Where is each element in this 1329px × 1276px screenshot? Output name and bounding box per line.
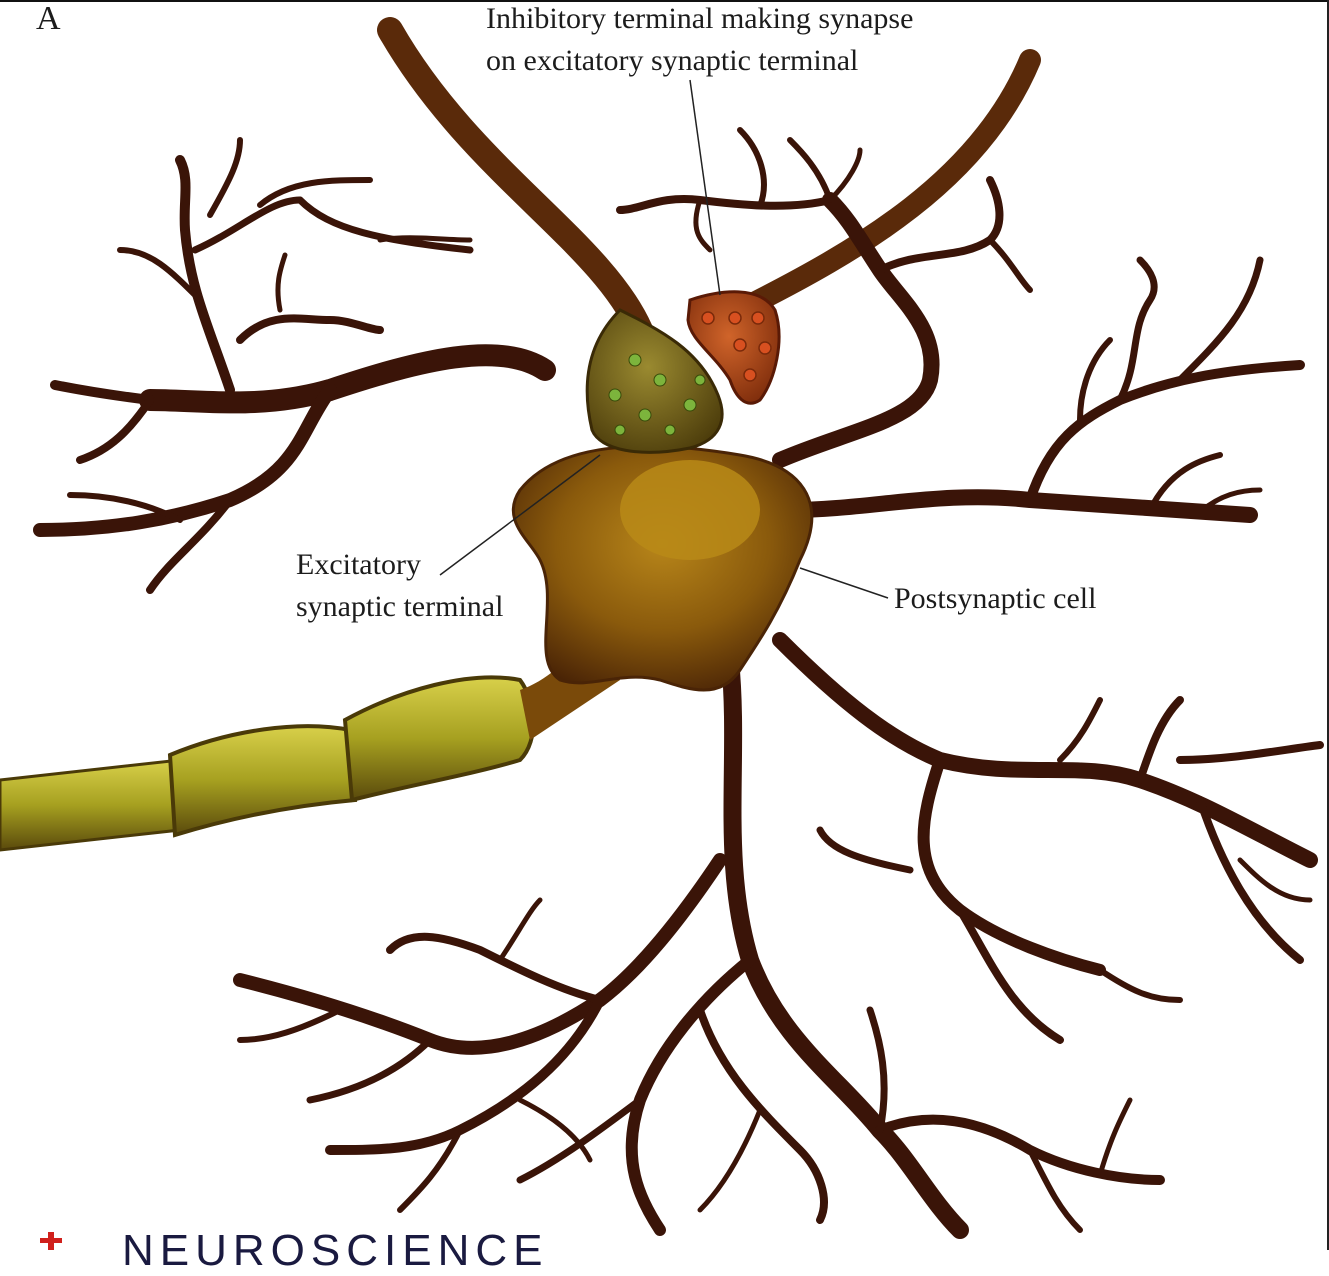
logo-icon	[40, 1232, 62, 1250]
label-excitatory-line2: synaptic terminal	[296, 590, 503, 624]
neuron-diagram: A Inhibitory terminal making synapse on …	[0, 0, 1329, 1250]
nucleus	[620, 460, 760, 560]
dendrite-right	[790, 260, 1300, 515]
logo-text: NEUROSCIENCE	[122, 1226, 549, 1276]
dendrite-lower-right	[780, 640, 1320, 1040]
label-inhibitory-line1: Inhibitory terminal making synapse	[486, 2, 913, 36]
panel-letter: A	[36, 2, 61, 36]
dendrite-upper-left	[40, 140, 545, 590]
label-postsynaptic-cell: Postsynaptic cell	[894, 582, 1096, 616]
myelinated-axon	[0, 620, 620, 850]
dendrite-lower-left	[240, 860, 720, 1210]
neuron-illustration	[0, 0, 1329, 1250]
label-excitatory-line1: Excitatory	[296, 548, 421, 582]
dendrite-lower	[520, 660, 1160, 1230]
label-inhibitory-line2: on excitatory synaptic terminal	[486, 44, 858, 78]
